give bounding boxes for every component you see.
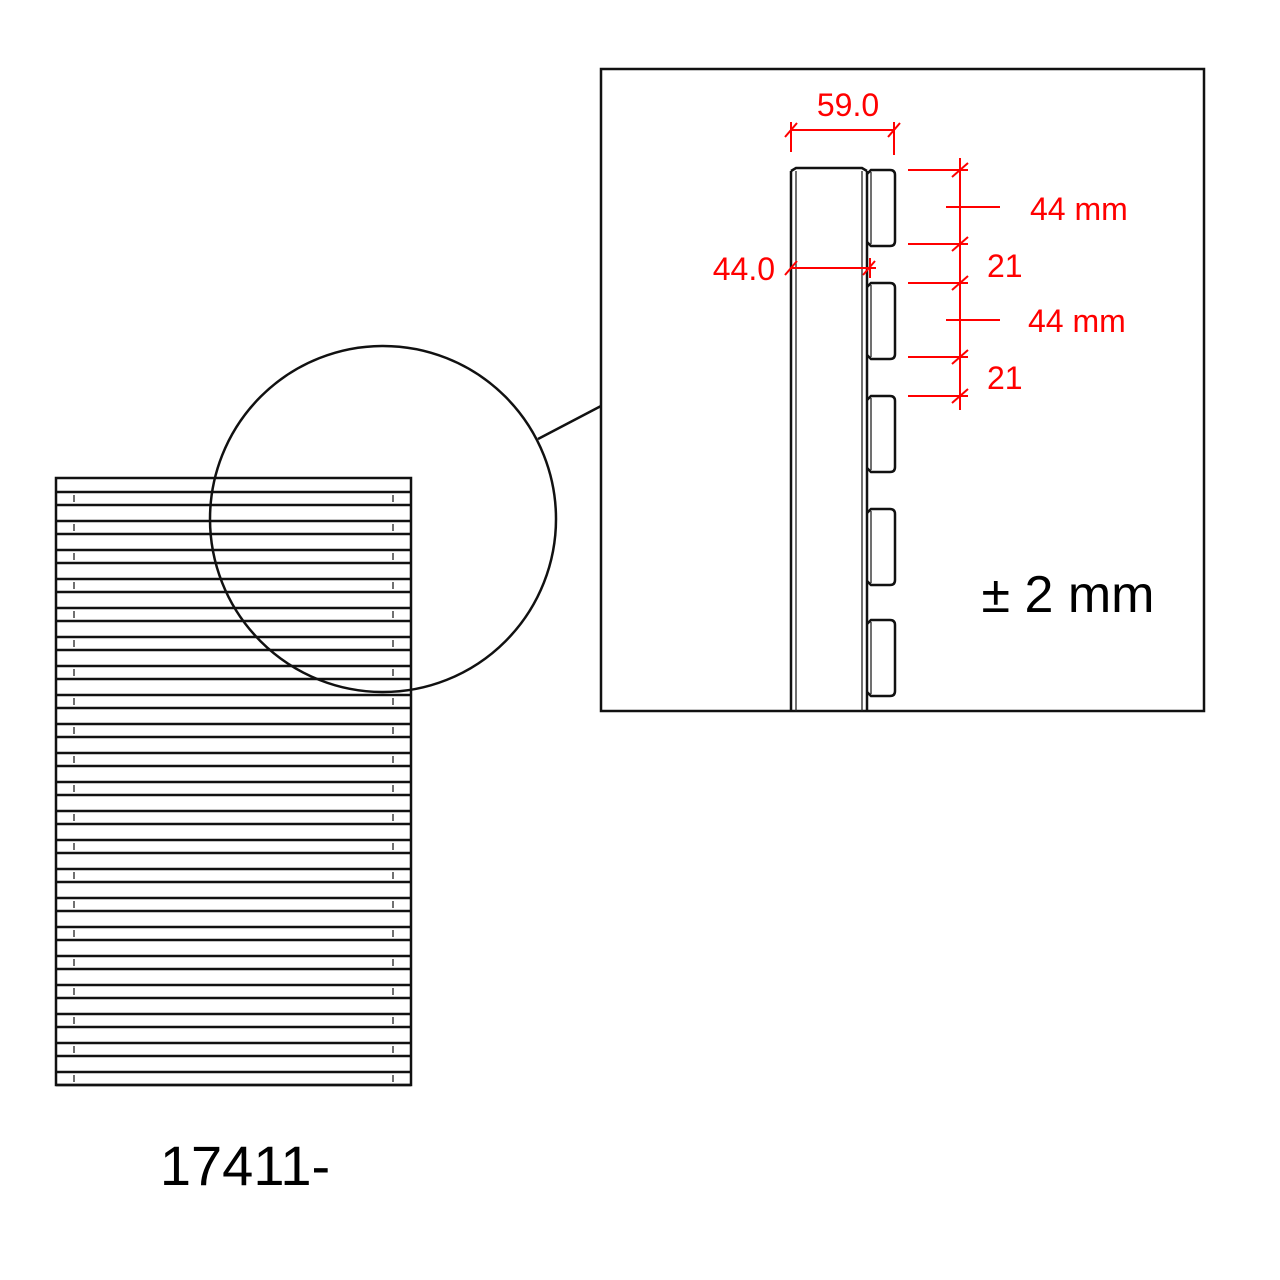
radiator-bar	[56, 1041, 411, 1058]
radiator-bar	[56, 693, 411, 710]
radiator-bar	[56, 780, 411, 797]
radiator-bars	[56, 490, 411, 1087]
radiator-bar	[56, 606, 411, 623]
detail-view: 59.0 44.0 44 mm 21 44 mm	[599, 67, 1206, 713]
radiator-bar	[56, 722, 411, 739]
radiator-bar	[56, 809, 411, 826]
detail-leader-line	[537, 404, 602, 441]
collector-section	[789, 166, 869, 711]
radiator-bar	[56, 1012, 411, 1029]
radiator-bar	[56, 548, 411, 565]
radiator-bar	[56, 925, 411, 942]
bar-profile	[866, 168, 897, 248]
dimension-overall-depth: 59.0	[784, 87, 901, 155]
dimension-bar-spacing: 44 mm 21 44 mm 21	[908, 158, 1128, 410]
frame-depth-label: 44.0	[713, 251, 775, 287]
bar-profile	[866, 507, 897, 587]
radiator-bar	[56, 1070, 411, 1087]
tolerance-label: ± 2 mm	[982, 566, 1155, 624]
radiator-bar	[56, 867, 411, 884]
detail-frame	[599, 67, 1206, 713]
radiator-bar	[56, 896, 411, 913]
detail-magnifier-circle	[208, 344, 558, 694]
bar-gap-2-label: 21	[987, 360, 1023, 396]
bar-profile	[866, 281, 897, 361]
bar-height-1-label: 44 mm	[1030, 191, 1128, 227]
radiator-bar	[56, 838, 411, 855]
radiator-bar	[56, 577, 411, 594]
bar-gap-1-label: 21	[987, 248, 1023, 284]
dimension-frame-depth: 44.0	[713, 251, 876, 287]
bar-profile	[866, 394, 897, 474]
bar-height-2-label: 44 mm	[1028, 303, 1126, 339]
overall-depth-label: 59.0	[817, 87, 879, 123]
radiator-bar	[56, 664, 411, 681]
radiator-front-view	[54, 476, 413, 1087]
bar-profile	[866, 618, 897, 698]
radiator-bar	[56, 751, 411, 768]
radiator-bar	[56, 490, 411, 507]
radiator-bar	[56, 635, 411, 652]
bar-profiles	[866, 168, 897, 698]
product-code-label: 17411-	[160, 1134, 330, 1197]
radiator-bar	[56, 983, 411, 1000]
radiator-bar	[56, 954, 411, 971]
radiator-bar	[56, 519, 411, 536]
